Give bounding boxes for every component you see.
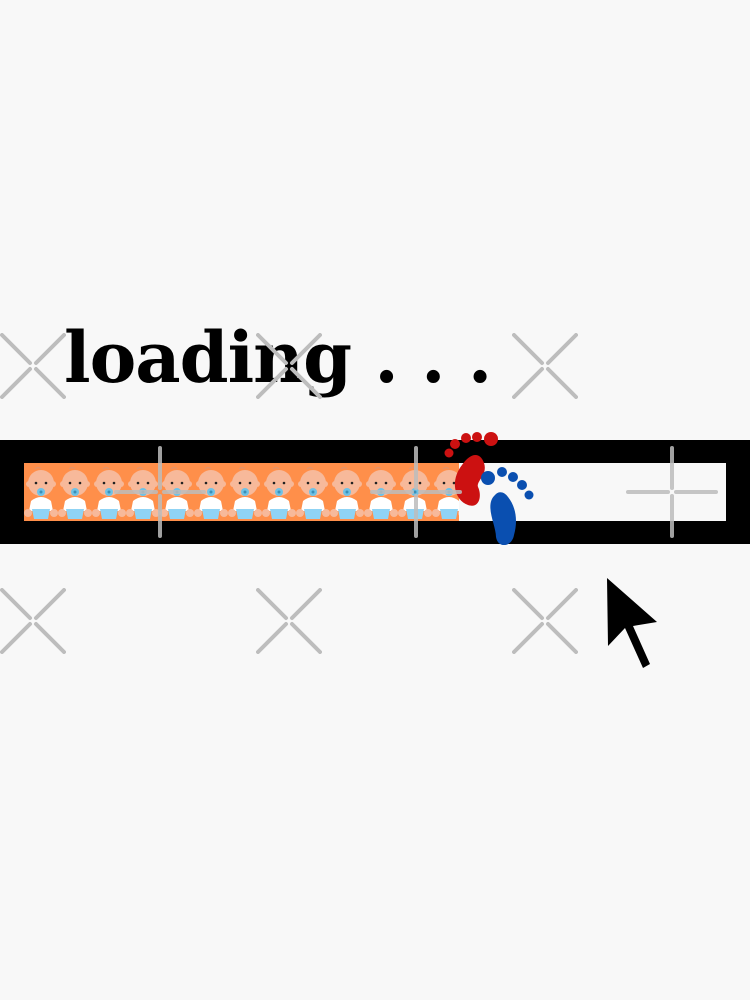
watermark-x-icon (256, 588, 322, 654)
progress-track (24, 463, 726, 521)
baby-icon (126, 463, 160, 521)
watermark-x-icon (512, 588, 578, 654)
red-footprint-icon (444, 432, 498, 506)
baby-icon (364, 463, 398, 521)
watermark-x-icon (0, 588, 66, 654)
baby-icon (398, 463, 432, 521)
baby-icon (262, 463, 296, 521)
baby-footprints-icon (444, 432, 534, 546)
baby-icon (58, 463, 92, 521)
mouse-cursor-icon (607, 578, 657, 668)
baby-icon (24, 463, 58, 521)
baby-icon (296, 463, 330, 521)
baby-icon (330, 463, 364, 521)
blue-footprint-icon (481, 467, 534, 546)
baby-icon (92, 463, 126, 521)
progress-bar (0, 440, 750, 544)
watermark-x-icon (512, 333, 578, 399)
baby-icon (194, 463, 228, 521)
loading-title: loading . . . (64, 316, 492, 399)
baby-icon (228, 463, 262, 521)
baby-icon (160, 463, 194, 521)
progress-fill (24, 463, 460, 521)
watermark-x-icon (0, 333, 66, 399)
